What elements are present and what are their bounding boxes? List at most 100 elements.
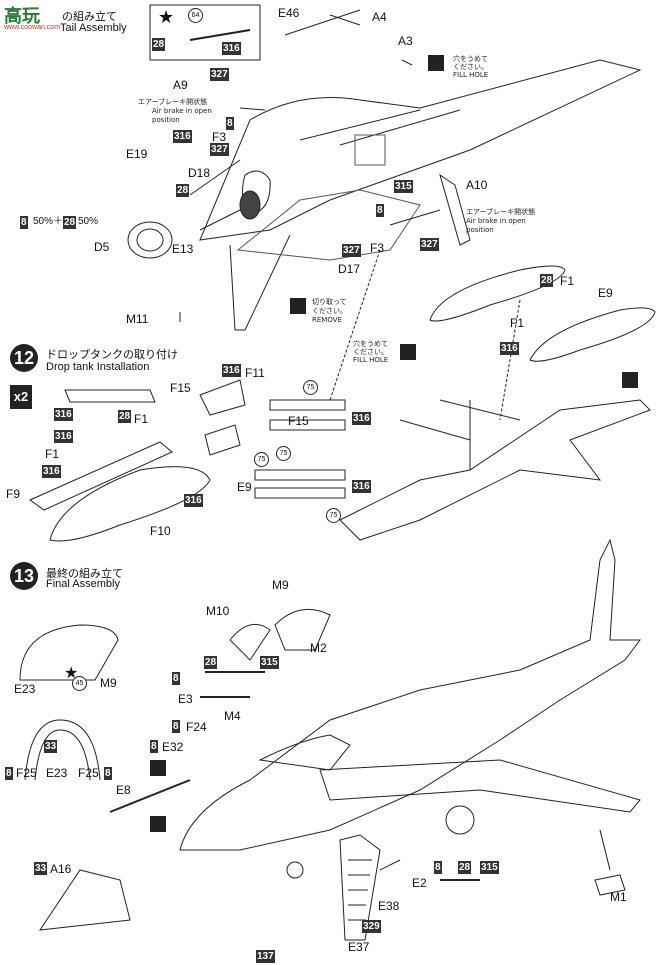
paint-code-8: 8 <box>172 672 180 685</box>
paint-code-8: 8 <box>376 204 384 217</box>
a16-detail-drawing <box>38 869 131 931</box>
paint-code-8: 8 <box>20 216 28 229</box>
paint-code-316: 316 <box>222 42 241 55</box>
note-fill-hole-2c: FILL HOLE <box>353 356 389 364</box>
paint-code-64: 64 <box>188 8 203 23</box>
paint-code-33: 33 <box>34 862 48 875</box>
tank-right-lower-drawing <box>529 307 656 362</box>
part-M9: M9 <box>100 676 117 690</box>
part-F25: F25 <box>78 766 99 780</box>
part-E8: E8 <box>116 783 131 797</box>
paint-code-8: 8 <box>5 767 13 780</box>
paint-code-316: 316 <box>42 465 61 478</box>
note-remove-b: ください。 <box>312 307 347 315</box>
paint-code-28: 28 <box>176 184 190 197</box>
step12-quantity: x2 <box>10 385 32 409</box>
aircraft-underside-drawing <box>339 399 651 541</box>
part-F1: F1 <box>510 316 525 330</box>
part-E37: E37 <box>348 940 370 954</box>
part-M11: M11 <box>126 312 149 326</box>
watermark-logo: 高玩 <box>4 6 40 27</box>
paint-code-8: 8 <box>172 720 180 733</box>
paint-code-316: 316 <box>184 494 203 507</box>
canopy-drawing <box>19 624 119 681</box>
mix-ratio-2: 50% <box>78 216 99 227</box>
note-airbrake-1b: Air brake in open <box>152 107 212 115</box>
part-F3: F3 <box>370 241 385 255</box>
part-M9: M9 <box>272 578 289 592</box>
part-F1: F1 <box>45 447 60 461</box>
part-A9: A9 <box>173 78 188 92</box>
part-A10: A10 <box>466 178 488 192</box>
step12-title-en: Drop tank Installation <box>46 361 150 373</box>
part-E19: E19 <box>126 147 148 161</box>
part-D17: D17 <box>338 262 361 276</box>
paint-code-28: 28 <box>152 38 166 51</box>
tank-left-drawing <box>49 466 211 542</box>
cut-icon <box>150 816 166 832</box>
tank-right-upper-drawing <box>429 265 566 322</box>
part-F11: F11 <box>245 366 265 380</box>
part-E2: E2 <box>412 876 427 890</box>
note-remove-c: REMOVE <box>312 316 342 324</box>
step13-title-jp: 最終の組み立て <box>46 567 123 580</box>
part-M4: M4 <box>224 709 241 723</box>
paint-code-315: 315 <box>260 656 279 669</box>
step11-title-en: Tail Assembly <box>60 22 127 34</box>
part-A4: A4 <box>372 10 387 24</box>
note-airbrake-2a: エアーブレーキ開状態 <box>466 208 536 216</box>
star-icon: ★ <box>158 7 175 27</box>
part-F1: F1 <box>134 412 149 426</box>
paint-code-28: 28 <box>118 410 132 423</box>
part-A3: A3 <box>398 34 413 48</box>
paint-code-316: 316 <box>173 130 192 143</box>
step13-number: 13 <box>10 562 38 590</box>
note-fill-hole-2b: ください。 <box>353 348 388 356</box>
paint-code-28: 28 <box>63 216 77 229</box>
note-airbrake-1c: position <box>152 116 180 124</box>
paint-code-316: 316 <box>352 412 371 425</box>
part-F25: F25 <box>16 766 37 780</box>
paint-code-316: 316 <box>222 364 241 377</box>
part-E23: E23 <box>14 682 36 696</box>
step11-title-jp: の組み立て <box>62 10 117 23</box>
ladder-drawing <box>339 834 381 941</box>
paint-code-327: 327 <box>210 68 229 81</box>
fill-hole-icon <box>622 372 638 388</box>
paint-code-8: 8 <box>434 861 442 874</box>
paint-code-327: 327 <box>342 244 361 257</box>
part-E9: E9 <box>598 286 613 300</box>
part-E3: E3 <box>178 692 193 706</box>
pylon-drawing <box>28 441 173 511</box>
paint-code-137: 137 <box>256 950 275 963</box>
note-airbrake-2c: position <box>466 226 494 234</box>
cut-icon <box>150 760 166 776</box>
mix-ratio-1: 50%＋ <box>33 216 64 227</box>
paint-code-45: 45 <box>72 676 87 691</box>
paint-code-28: 28 <box>204 656 218 669</box>
paint-code-327: 327 <box>210 143 229 156</box>
cut-icon <box>290 298 306 314</box>
step13-title-en: Final Assembly <box>46 578 120 590</box>
paint-code-329: 329 <box>362 920 381 933</box>
part-E9: E9 <box>237 480 252 494</box>
part-F15: F15 <box>288 414 309 428</box>
note-fill-hole-1b: ください。 <box>453 63 488 71</box>
part-D18: D18 <box>188 166 211 180</box>
part-E23: E23 <box>46 766 68 780</box>
paint-code-315: 315 <box>480 861 499 874</box>
paint-code-327: 327 <box>420 238 439 251</box>
part-E38: E38 <box>378 899 400 913</box>
paint-code-28: 28 <box>540 274 554 287</box>
note-remove-a: 切り取って <box>312 298 347 306</box>
paint-code-8: 8 <box>150 740 158 753</box>
note-fill-hole-1a: 穴をうめて <box>453 55 488 63</box>
paint-code-8: 8 <box>104 767 112 780</box>
part-F3: F3 <box>212 130 227 144</box>
paint-code-75: 75 <box>303 380 318 395</box>
paint-code-75: 75 <box>254 452 269 467</box>
paint-code-316: 316 <box>500 342 519 355</box>
paint-code-28: 316 <box>54 430 73 443</box>
